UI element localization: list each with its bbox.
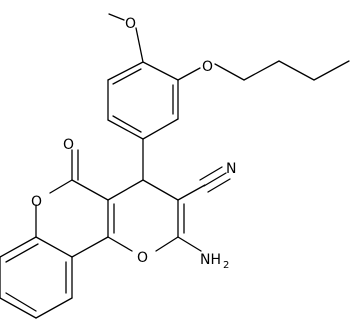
bond-lines — [0, 13, 350, 319]
carbonyl-oxygen-label: O — [63, 137, 74, 153]
lactone-oxygen-label: O — [31, 194, 42, 210]
amino-subscript-label: 2 — [223, 260, 229, 271]
nitrile-nitrogen-label: N — [226, 161, 236, 177]
amino-group-label: NH — [200, 252, 221, 268]
methoxy-oxygen-label: O — [125, 16, 136, 32]
butoxy-oxygen-label: O — [202, 59, 213, 75]
pyran-oxygen-label: O — [137, 250, 148, 266]
atom-labels: O O O O O N NH 2 — [31, 16, 236, 271]
